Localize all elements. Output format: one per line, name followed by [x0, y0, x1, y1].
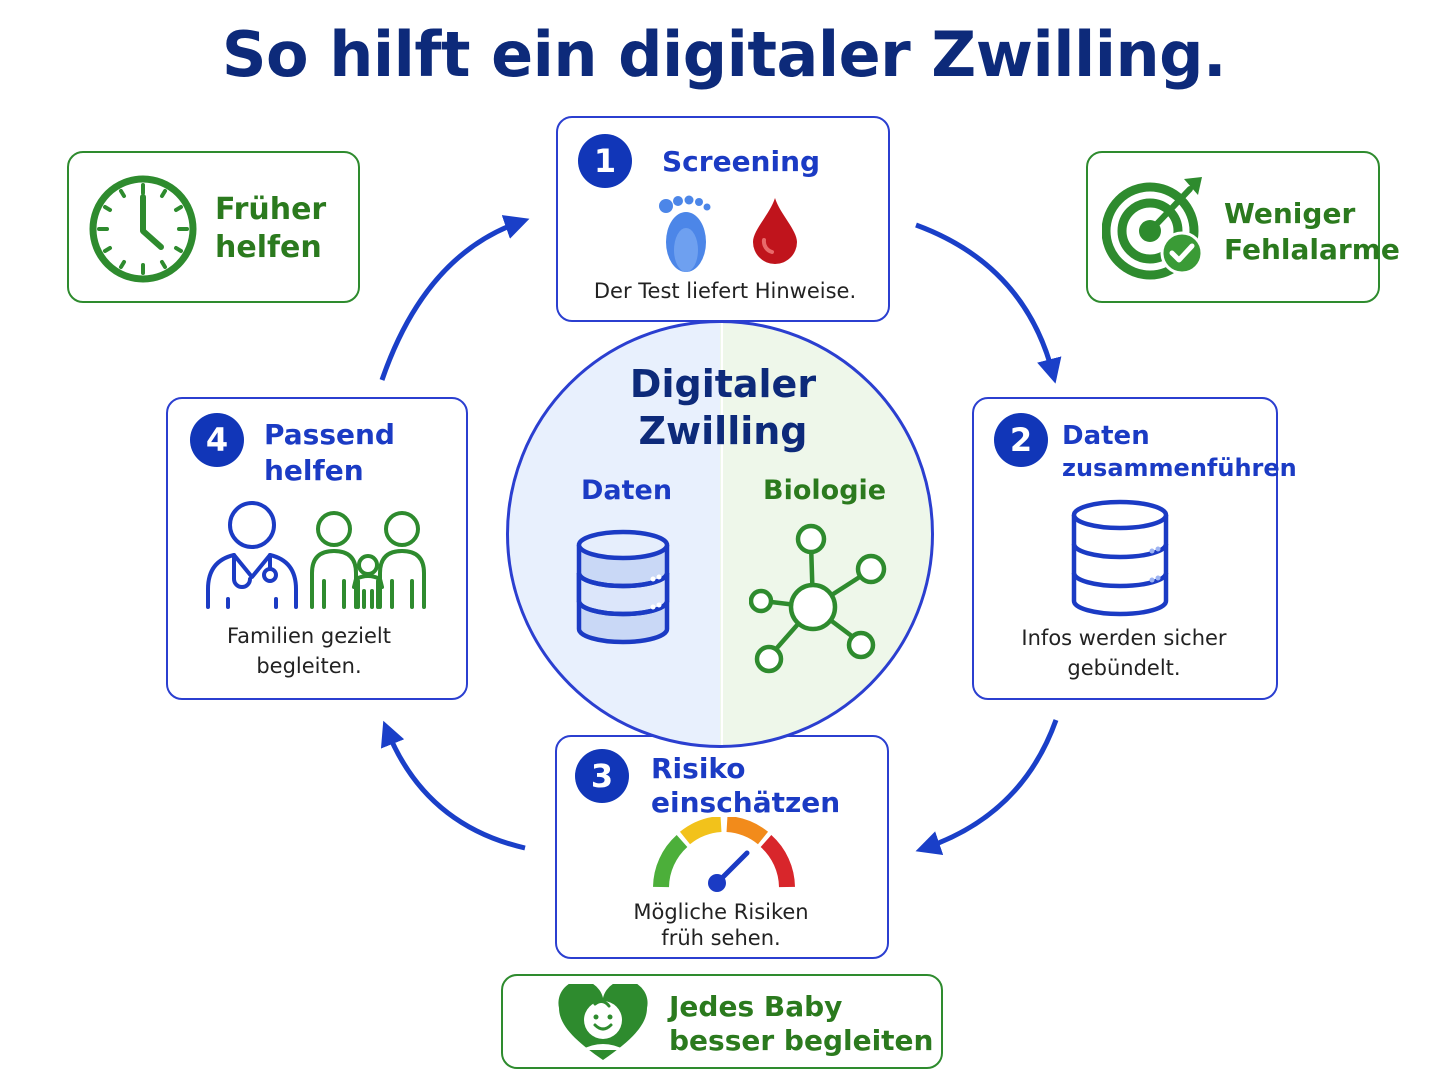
clock-icon	[89, 175, 197, 283]
baby-heart-icon	[558, 984, 648, 1060]
step-1-description: Der Test liefert Hinweise.	[593, 279, 857, 303]
target-icon	[1102, 177, 1204, 280]
step-4-description-line1: Familien gezielt	[227, 624, 391, 648]
digital-twin-circle: Digitaler Zwilling Daten Biologie	[506, 320, 934, 748]
arrow-4-to-1	[379, 215, 530, 381]
step-2-description-line2: gebündelt.	[1067, 656, 1181, 680]
benefit-baby-line1: Jedes Baby	[669, 990, 843, 1023]
step-4-description-line2: begleiten.	[256, 654, 362, 678]
step-1-title: Screening	[662, 145, 821, 178]
arrow-1-to-2	[915, 222, 1062, 384]
step-number-badge: 4	[190, 413, 244, 467]
doctor-icon	[206, 501, 298, 609]
blood-drop-icon	[753, 198, 797, 264]
benefit-earlier-line1: Früher	[215, 192, 327, 227]
step-number-badge: 3	[575, 749, 629, 803]
center-data-label: Daten	[581, 475, 673, 506]
benefit-fewer-line1: Weniger	[1224, 197, 1356, 230]
center-title: Digitaler Zwilling	[509, 361, 931, 455]
footprint-icon	[659, 195, 711, 272]
benefit-earlier-help: Früher helfen	[67, 151, 360, 303]
step-2-merge-data: 2 Daten zusammenführen Infos werden sich…	[972, 397, 1297, 700]
step-number-badge: 2	[994, 413, 1048, 467]
step-3-title-line1: Risiko	[651, 752, 746, 785]
center-biology-label: Biologie	[763, 475, 887, 506]
arrow-3-to-4	[380, 720, 526, 851]
step-number-badge: 1	[578, 134, 632, 188]
step-4-title-line2: helfen	[264, 454, 364, 487]
step-2-title-line1: Daten	[1062, 421, 1150, 451]
step-2-description-line1: Infos werden sicher	[1021, 626, 1227, 650]
step-4-title-line1: Passend	[264, 418, 395, 451]
database-icon	[576, 529, 670, 645]
center-title-line2: Zwilling	[638, 409, 808, 453]
step-3-title-line2: einschätzen	[651, 786, 841, 819]
gauge-icon	[653, 817, 795, 892]
benefit-baby-line2: besser begleiten	[669, 1024, 934, 1057]
arrow-2-to-3	[915, 719, 1059, 855]
benefit-earlier-line2: helfen	[215, 230, 322, 265]
step-3-description-line1: Mögliche Risiken	[633, 900, 809, 924]
center-divider	[721, 323, 723, 745]
step-1-screening: 1 Screening Der Test liefert Hinweise.	[556, 116, 890, 322]
family-icon	[310, 511, 426, 609]
step-3-assess-risk: 3 Risiko einschätzen Mögliche Risiken fr…	[555, 735, 889, 959]
database-icon	[1071, 499, 1169, 617]
benefit-fewer-line2: Fehlalarme	[1224, 233, 1400, 266]
step-3-description-line2: früh sehen.	[661, 926, 781, 950]
center-title-line1: Digitaler	[629, 362, 817, 406]
step-4-help-appropriately: 4 Passend helfen Familien gezielt beglei…	[166, 397, 468, 700]
benefit-fewer-false-alarms: Weniger Fehlalarme	[1086, 151, 1400, 303]
benefit-every-baby: Jedes Baby besser begleiten	[501, 974, 943, 1069]
network-icon	[749, 523, 887, 674]
step-2-title-line2: zusammenführen	[1062, 454, 1297, 482]
page-title: So hilft ein digitaler Zwilling.	[221, 18, 1227, 91]
